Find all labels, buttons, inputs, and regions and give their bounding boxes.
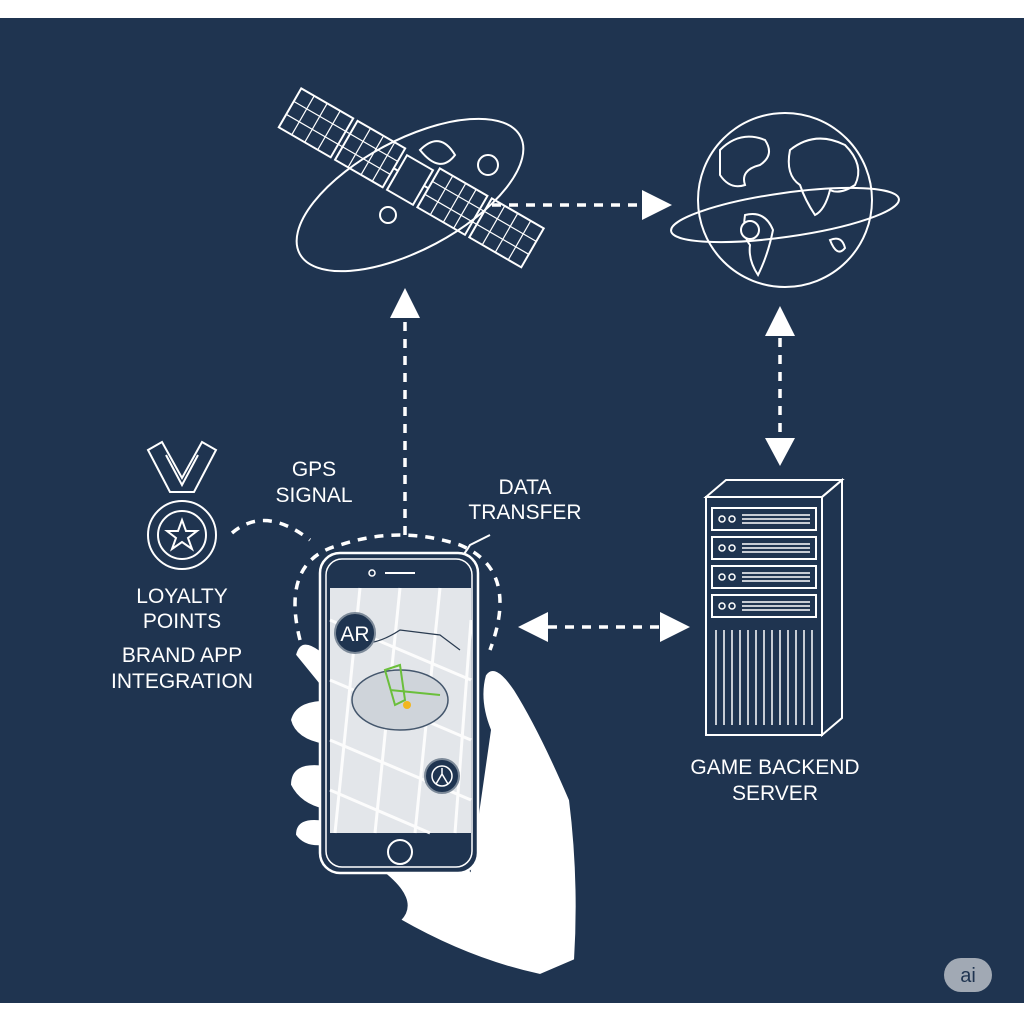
server-label: GAME BACKEND	[690, 756, 859, 779]
loyalty-points-label: POINTS	[143, 610, 221, 633]
arrowhead-icon	[660, 612, 690, 642]
ai-watermark-badge: ai	[944, 958, 992, 992]
gps-signal-label: SIGNAL	[275, 484, 352, 507]
arrowhead-icon	[642, 190, 672, 220]
arrowhead-icon	[765, 438, 795, 466]
satellite-icon	[277, 86, 546, 273]
watermark-text: ai	[960, 965, 976, 987]
loyalty-points-label: LOYALTY	[136, 585, 227, 608]
compass-button[interactable]	[424, 758, 460, 794]
smartphone-icon	[318, 551, 480, 875]
ar-button[interactable]: AR	[334, 612, 376, 654]
arrowhead-icon	[390, 288, 420, 318]
signal-ring	[293, 533, 502, 651]
brand-app-label: INTEGRATION	[111, 670, 253, 693]
arrowhead-icon	[765, 306, 795, 336]
home-button[interactable]	[387, 839, 413, 865]
data-transfer-label: DATA	[499, 476, 552, 499]
medal-icon	[146, 440, 218, 570]
data-transfer-label: TRANSFER	[468, 501, 581, 524]
hand-illustration	[288, 642, 578, 977]
gps-signal-label: GPS	[292, 458, 336, 481]
ar-label: AR	[340, 623, 369, 646]
brand-app-label: BRAND APP	[122, 644, 242, 667]
server-rack-icon	[703, 477, 845, 738]
gps-signal-arc	[230, 518, 312, 542]
globe-icon	[670, 112, 900, 288]
arrowhead-icon	[518, 612, 548, 642]
server-label: SERVER	[732, 782, 818, 805]
